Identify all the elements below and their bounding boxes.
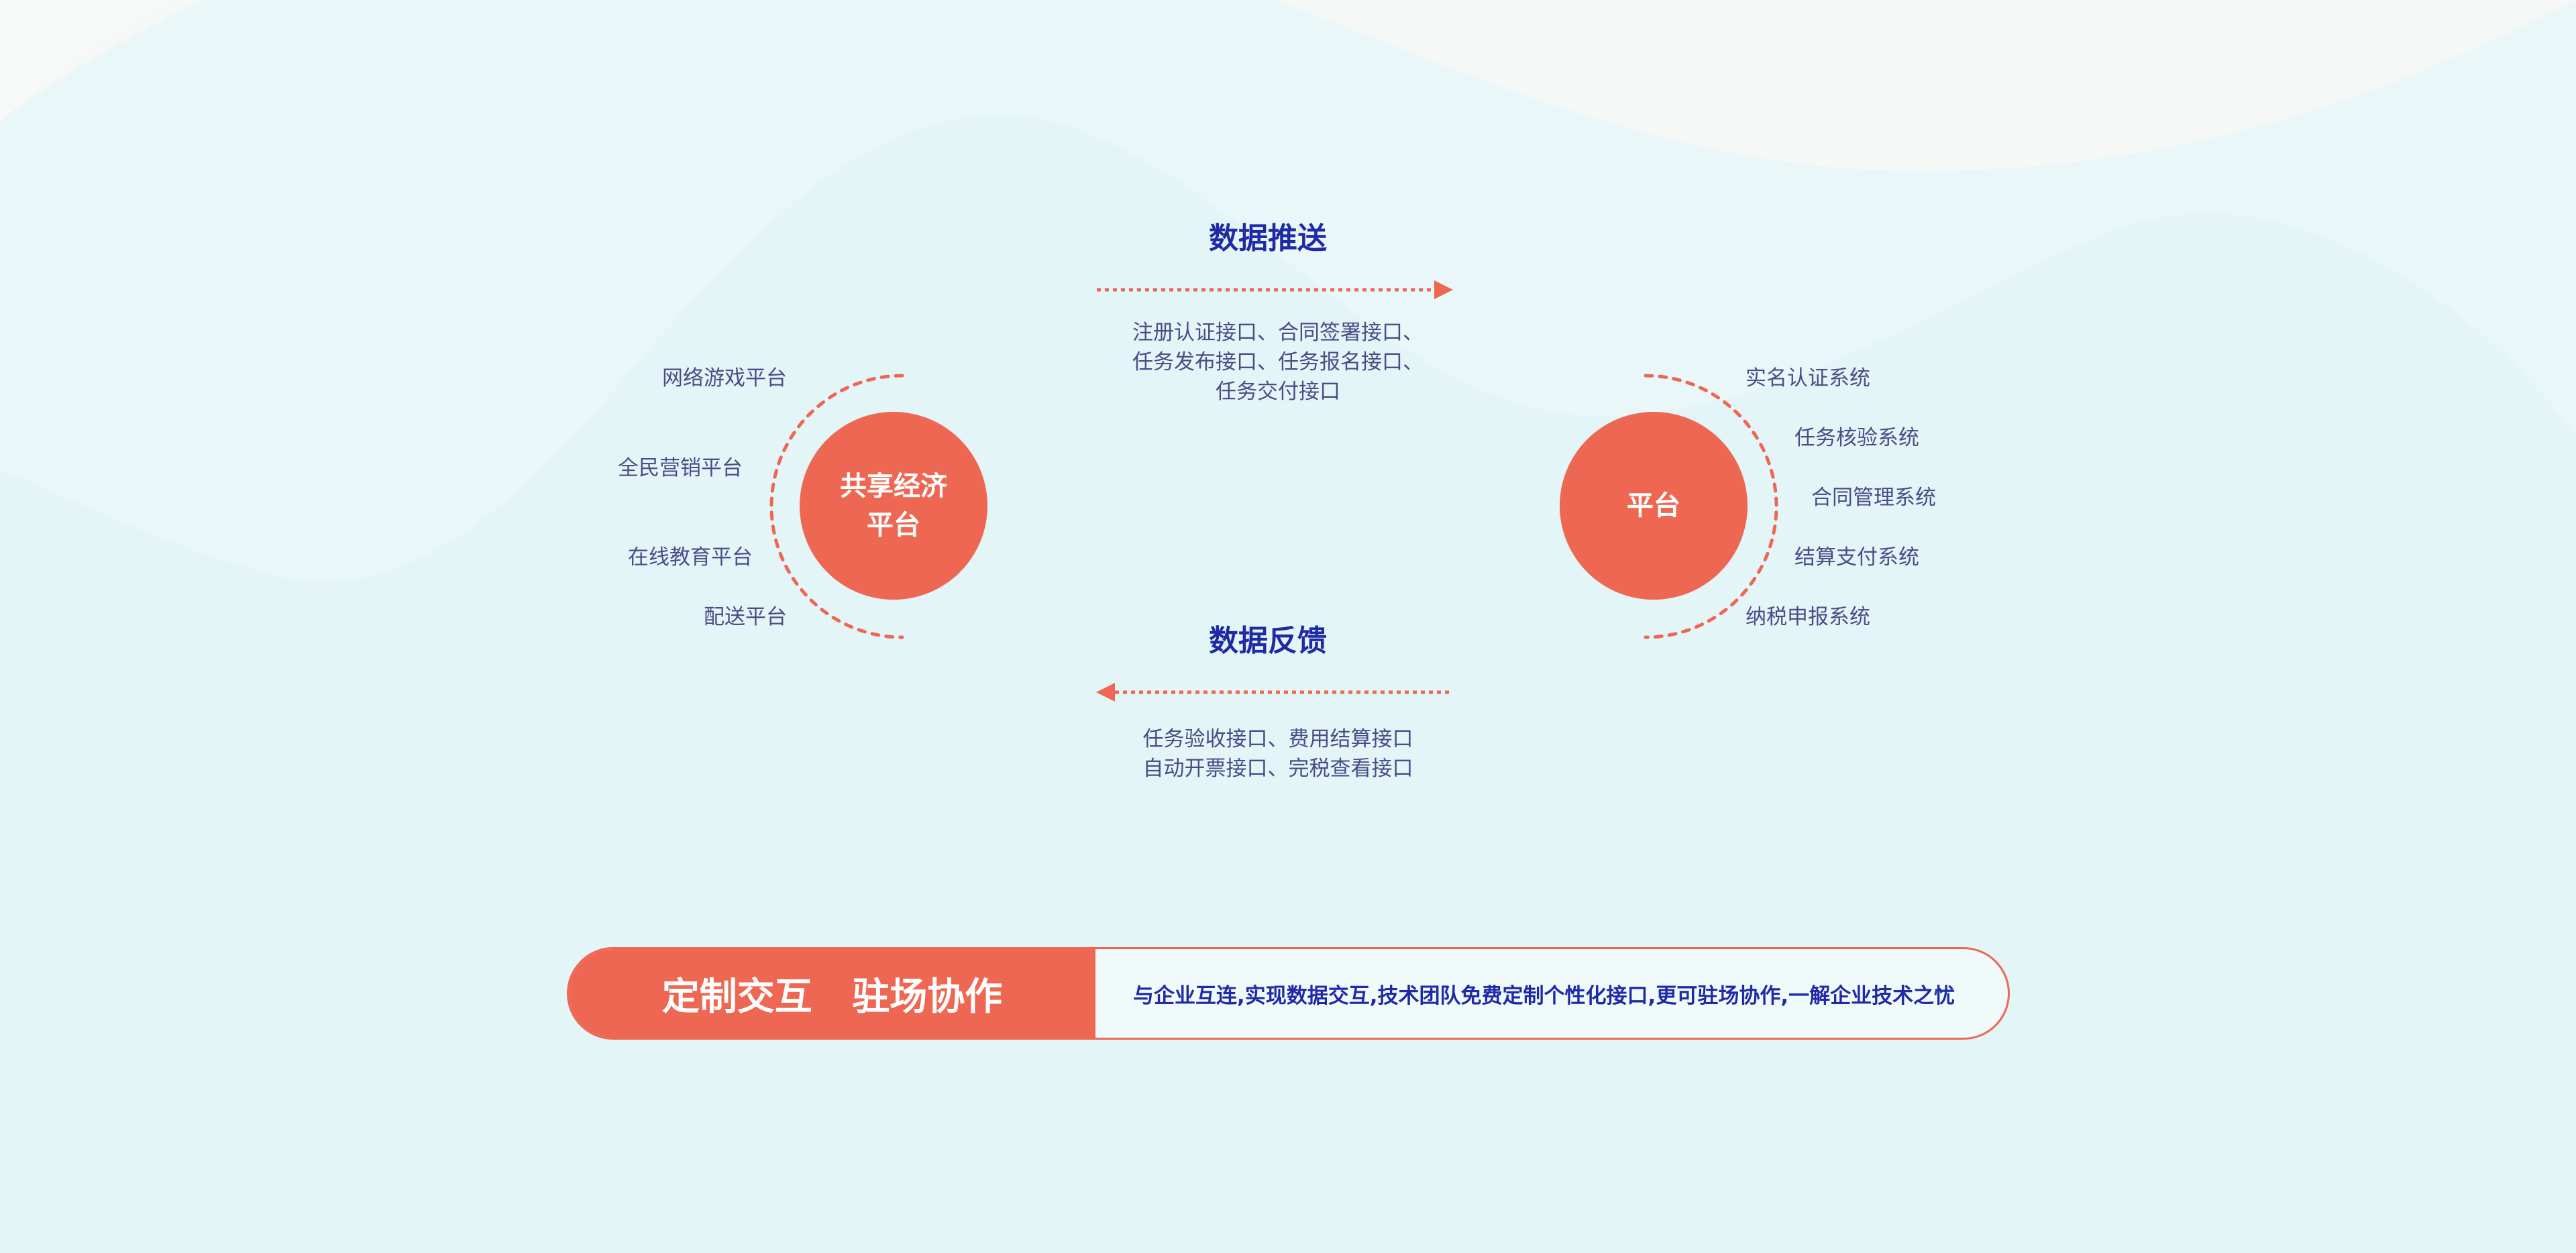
left-dashed-arc — [769, 374, 904, 639]
data-push-arrow — [1097, 280, 1453, 299]
left-item-online-education: 在线教育平台 — [628, 545, 753, 569]
feedback-line-1: 任务验收接口、费用结算接口 — [1142, 727, 1413, 751]
feedback-line-2: 自动开票接口、完税查看接口 — [1142, 757, 1413, 781]
data-push-title: 数据推送 — [1209, 221, 1327, 256]
right-item-realname: 实名认证系统 — [1746, 366, 1870, 390]
platform-node: 平台 — [1560, 412, 1748, 600]
left-item-online-game: 网络游戏平台 — [662, 366, 787, 390]
push-line-3: 任务交付接口 — [1216, 380, 1340, 404]
push-line-1: 注册认证接口、合同签署接口、 — [1132, 321, 1424, 345]
left-item-marketing: 全民营销平台 — [618, 456, 743, 480]
right-item-contract: 合同管理系统 — [1811, 486, 1936, 510]
right-dashed-arc — [1644, 374, 1778, 639]
right-item-tax: 纳税申报系统 — [1746, 605, 1870, 629]
data-feedback-title: 数据反馈 — [1209, 624, 1327, 658]
right-item-task-verify: 任务核验系统 — [1794, 426, 1919, 450]
banner-description: 与企业互连,实现数据交互,技术团队免费定制个性化接口,更可驻场协作,一解企业技术… — [1133, 983, 1955, 1008]
data-feedback-arrow — [1096, 683, 1452, 702]
banner-title: 定制交互 驻场协作 — [569, 949, 1095, 1038]
platform-label: 平台 — [1627, 490, 1680, 521]
custom-interaction-banner: 定制交互 驻场协作 与企业互连,实现数据交互,技术团队免费定制个性化接口,更可驻… — [567, 947, 2010, 1040]
data-push-description: 注册认证接口、合同签署接口、 任务发布接口、任务报名接口、 任务交付接口 — [1070, 318, 1486, 406]
right-item-settlement: 结算支付系统 — [1794, 545, 1919, 569]
shared-economy-platform-label: 共享经济 平台 — [840, 471, 947, 541]
data-feedback-description: 任务验收接口、费用结算接口 自动开票接口、完税查看接口 — [1070, 724, 1486, 783]
push-line-2: 任务发布接口、任务报名接口、 — [1132, 350, 1424, 374]
shared-economy-platform-node: 共享经济 平台 — [800, 412, 987, 600]
left-item-delivery: 配送平台 — [704, 605, 787, 629]
